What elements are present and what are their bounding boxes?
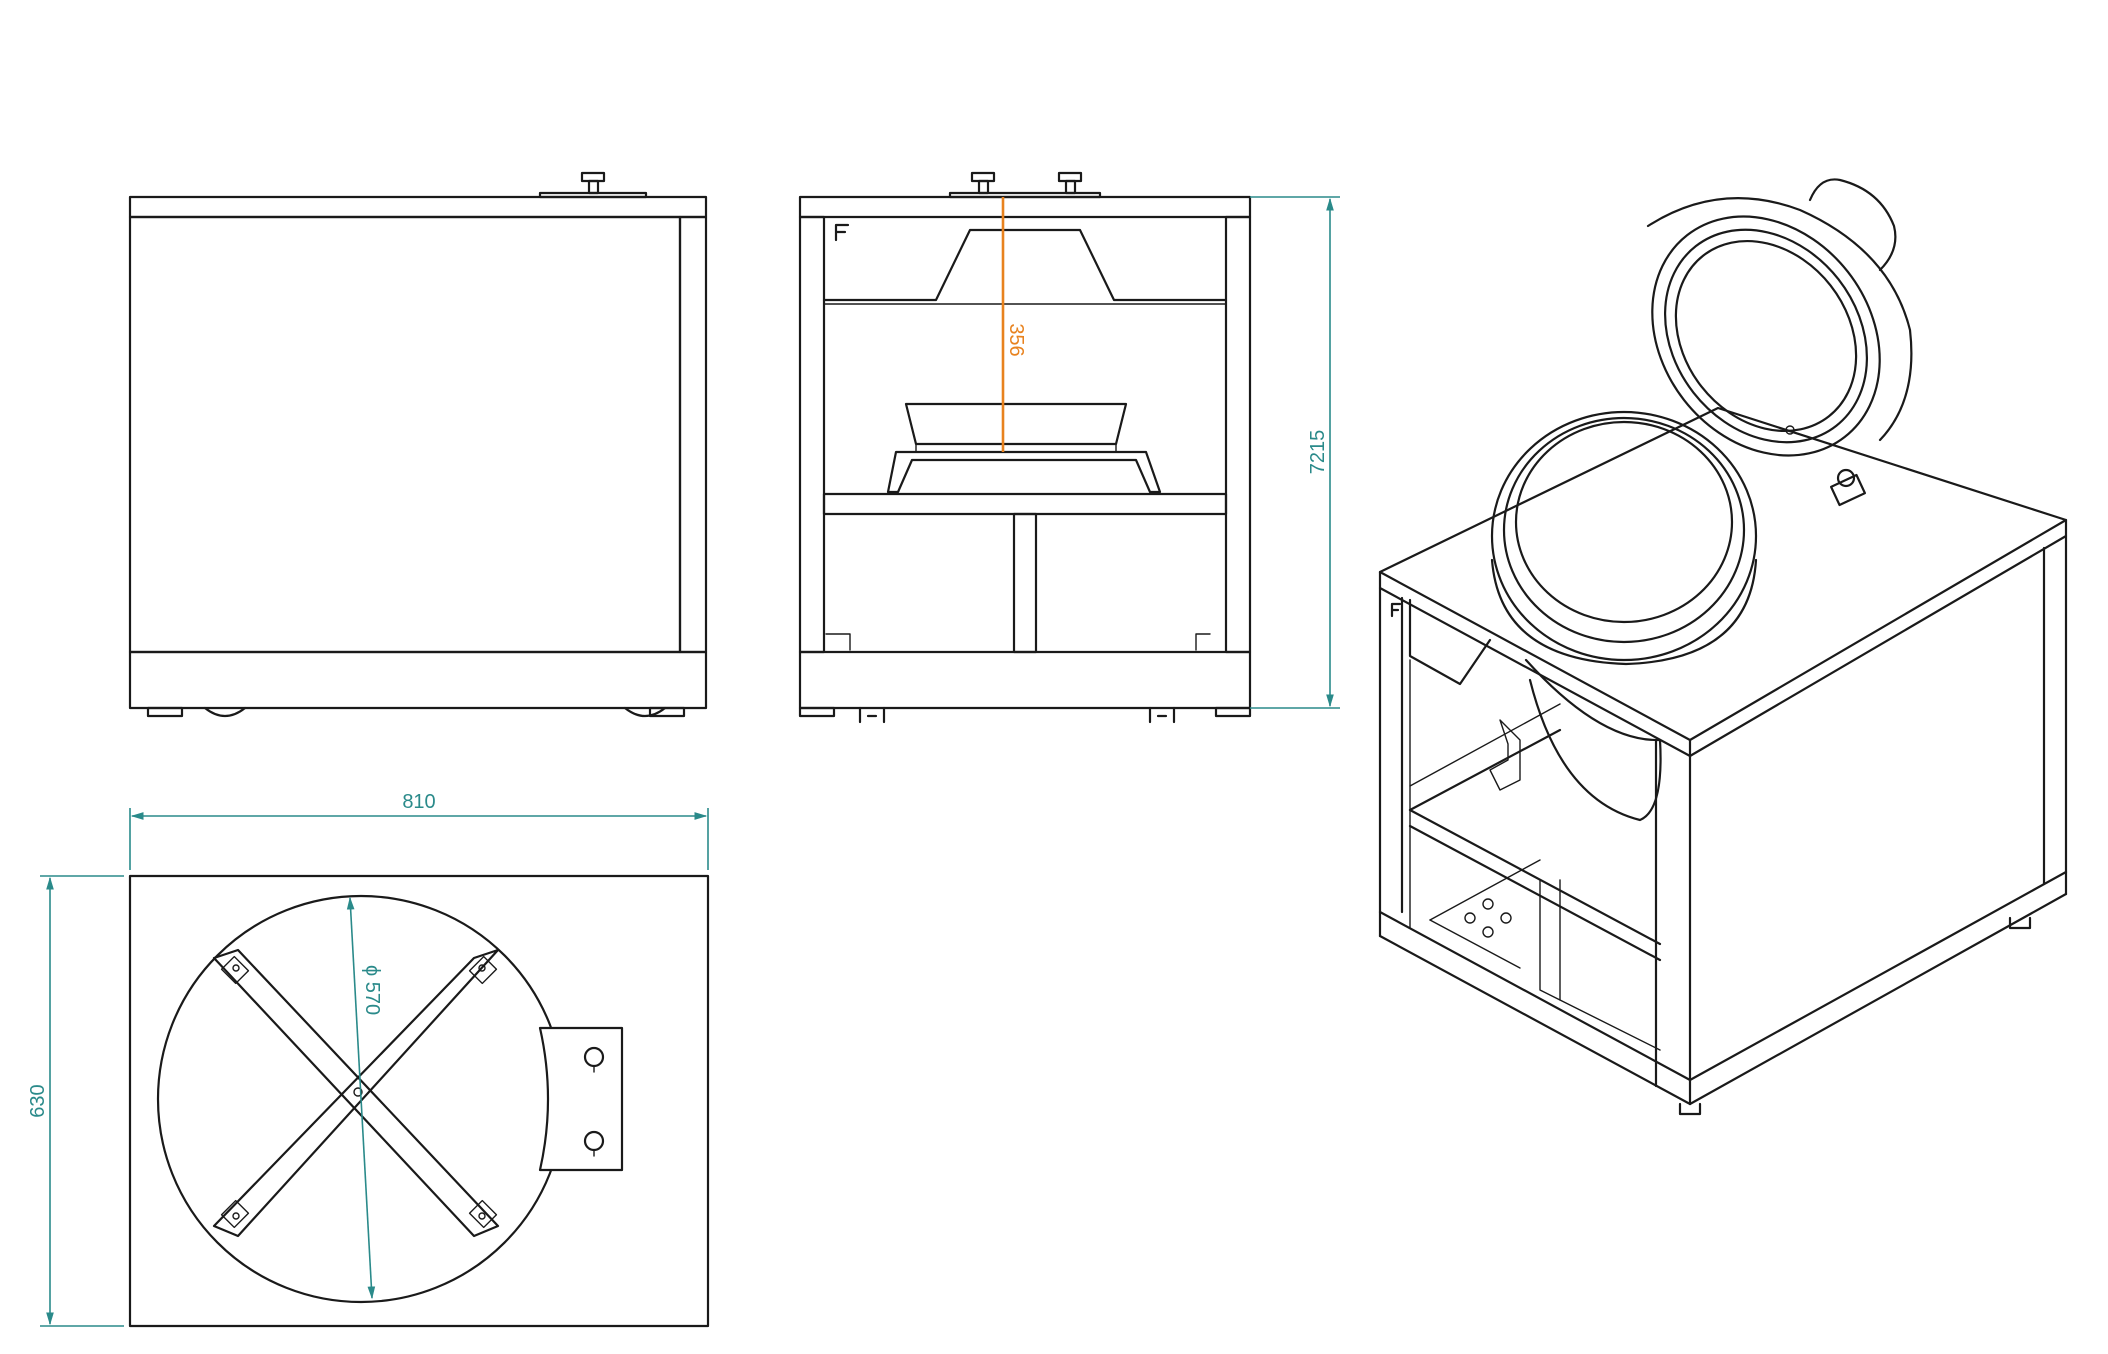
height-dimension: 7215 bbox=[1250, 196, 1340, 709]
depth-label: 630 bbox=[27, 1084, 49, 1117]
inner-height-label: 356 bbox=[1005, 323, 1027, 356]
height-label: 7215 bbox=[1307, 430, 1329, 475]
width-dimension: 810 bbox=[129, 791, 709, 870]
depth-dimension: 630 bbox=[27, 875, 124, 1327]
isometric-view bbox=[1378, 178, 2068, 1116]
front-view bbox=[128, 171, 708, 718]
diameter-label: ϕ 570 bbox=[361, 965, 383, 1015]
top-view bbox=[128, 874, 710, 1328]
width-label: 810 bbox=[402, 791, 435, 813]
side-view bbox=[798, 171, 1252, 724]
diameter-dimension: ϕ 570 bbox=[346, 896, 383, 1300]
inner-height-dimension: 356 bbox=[1001, 197, 1027, 452]
